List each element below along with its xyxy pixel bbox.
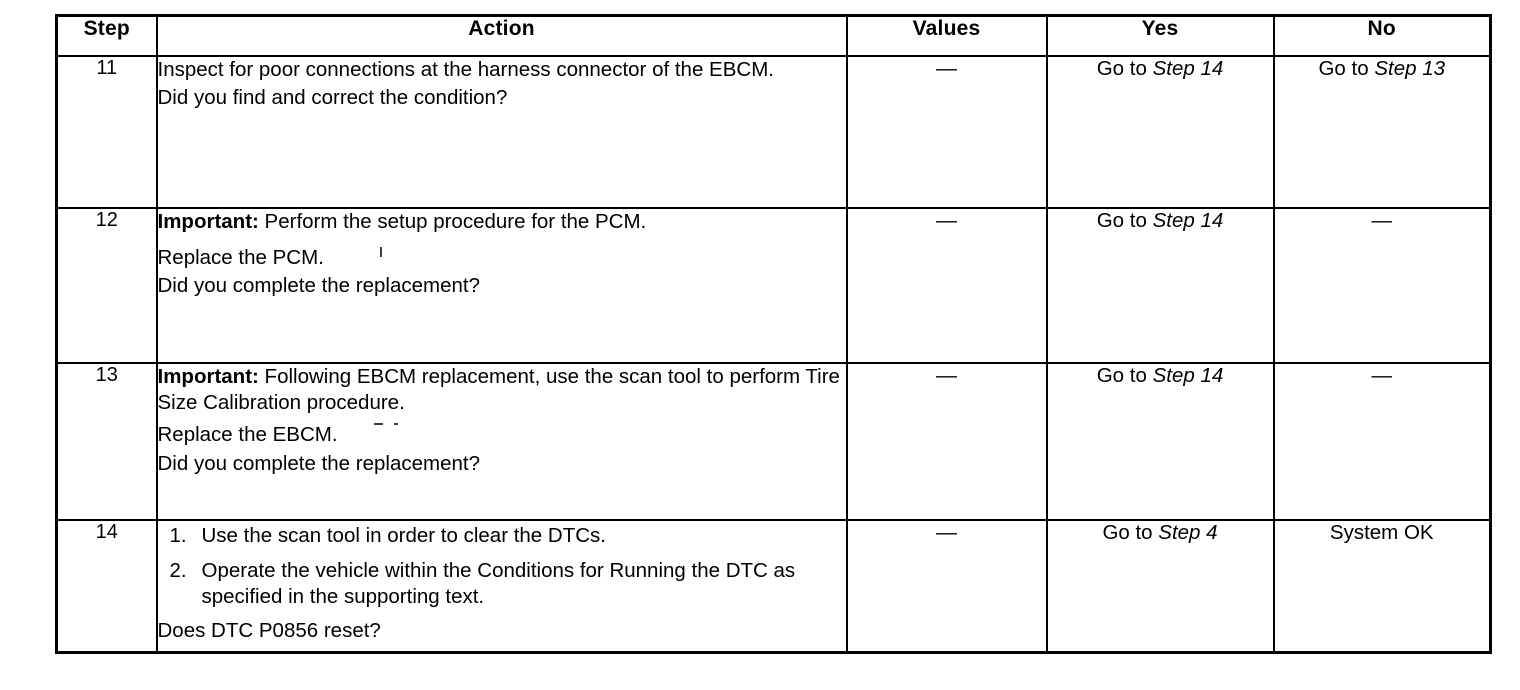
list-item-text: Use the scan tool in order to clear the …: [201, 524, 607, 547]
list-item-number: 2.: [169, 558, 187, 582]
action-line-text: Replace the EBCM.: [157, 423, 338, 447]
yes-goto-prefix: Go to: [1096, 57, 1153, 80]
step-number-cell: 11: [55, 55, 158, 209]
action-cell: 1. Use the scan tool in order to clear t…: [155, 519, 848, 653]
scan-artifact: [393, 423, 398, 426]
step-number-cell: 13: [55, 362, 158, 521]
action-cell: Inspect for poor connections at the harn…: [155, 55, 848, 209]
scan-artifact: [373, 423, 383, 426]
values-cell: —: [845, 207, 1048, 364]
column-header-no: No: [1272, 14, 1492, 57]
values-cell: —: [845, 519, 1048, 653]
action-line: Inspect for poor connections at the harn…: [157, 58, 774, 81]
no-step-reference[interactable]: Step 13: [1374, 57, 1445, 80]
yes-goto-prefix: Go to: [1096, 364, 1153, 387]
no-cell: —: [1272, 207, 1492, 364]
column-header-action: Action: [155, 14, 848, 57]
scan-artifact: [379, 247, 382, 258]
important-note: Important: Perform the setup procedure f…: [158, 209, 846, 235]
action-statements: 1. Use the scan tool in order to clear t…: [158, 521, 846, 618]
diagnostic-procedure-table: Step Action Values Yes No 11 Inspect for…: [55, 14, 1492, 654]
action-question: Did you complete the replacement?: [157, 451, 481, 475]
values-cell: —: [845, 55, 1048, 209]
yes-cell: Go to Step 14: [1045, 55, 1275, 209]
action-line: Replace the PCM.: [158, 245, 846, 271]
column-header-values: Values: [845, 14, 1048, 57]
important-text: Perform the setup procedure for the PCM.: [258, 210, 647, 233]
action-statements: Important: Following EBCM replacement, u…: [158, 364, 846, 451]
yes-cell: Go to Step 14: [1045, 207, 1275, 364]
no-cell: System OK: [1272, 519, 1492, 653]
action-line: Replace the EBCM.: [158, 422, 846, 448]
action-question: Did you complete the replacement?: [157, 274, 481, 298]
yes-step-reference[interactable]: Step 14: [1152, 364, 1224, 387]
action-cell: Important: Following EBCM replacement, u…: [155, 362, 848, 521]
action-line-text: Replace the PCM.: [157, 246, 324, 270]
step-number-cell: 12: [55, 207, 158, 364]
column-header-yes: Yes: [1045, 14, 1275, 57]
yes-goto-prefix: Go to: [1096, 209, 1153, 232]
table-body: 11 Inspect for poor connections at the h…: [55, 55, 1492, 653]
column-header-step: Step: [55, 14, 158, 57]
important-text: Following EBCM replacement, use the scan…: [157, 365, 840, 415]
step-number-cell: 14: [55, 519, 158, 653]
list-item: 2. Operate the vehicle within the Condit…: [158, 558, 846, 610]
action-question: Did you find and correct the condition?: [157, 86, 508, 110]
action-statements: Inspect for poor connections at the harn…: [158, 57, 846, 85]
yes-goto-prefix: Go to: [1102, 521, 1159, 544]
no-goto-prefix: Go to: [1318, 57, 1375, 80]
procedure-list: 1. Use the scan tool in order to clear t…: [158, 523, 846, 609]
no-cell: —: [1272, 362, 1492, 521]
action-cell: Important: Perform the setup procedure f…: [155, 207, 848, 364]
list-item-text: Operate the vehicle within the Condition…: [201, 558, 796, 608]
table-row: 12 Important: Perform the setup procedur…: [55, 207, 1492, 364]
values-cell: —: [845, 362, 1048, 521]
table-row: 14 1. Use the scan tool in order to clea…: [55, 519, 1492, 653]
header-row: Step Action Values Yes No: [55, 14, 1492, 57]
table-header: Step Action Values Yes No: [55, 14, 1492, 57]
yes-step-reference[interactable]: Step 14: [1152, 209, 1224, 232]
yes-step-reference[interactable]: Step 14: [1152, 57, 1224, 80]
yes-cell: Go to Step 4: [1045, 519, 1275, 653]
important-label: Important:: [157, 365, 259, 388]
no-cell: Go to Step 13: [1272, 55, 1492, 209]
list-item: 1. Use the scan tool in order to clear t…: [158, 523, 846, 549]
yes-cell: Go to Step 14: [1045, 362, 1275, 521]
important-note: Important: Following EBCM replacement, u…: [158, 364, 846, 416]
list-item-number: 1.: [169, 524, 187, 547]
table-row: 13 Important: Following EBCM replacement…: [55, 362, 1492, 521]
action-statements: Important: Perform the setup procedure f…: [158, 209, 846, 273]
important-label: Important:: [157, 210, 259, 233]
yes-step-reference[interactable]: Step 4: [1158, 521, 1218, 544]
action-question: Does DTC P0856 reset?: [157, 619, 381, 643]
table-row: 11 Inspect for poor connections at the h…: [55, 55, 1492, 209]
